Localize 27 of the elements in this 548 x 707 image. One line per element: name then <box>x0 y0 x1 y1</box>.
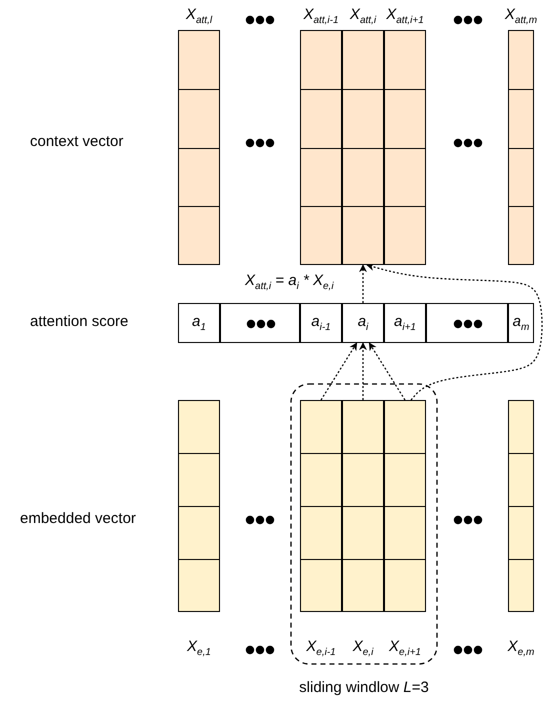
window-caption: sliding windlow L=3 <box>299 679 429 696</box>
vector-label: X$_{e,i+1}$ <box>389 638 421 658</box>
vector-label: X$_{e,m}$ <box>508 638 534 658</box>
score-cell: a$_{1}$ <box>178 303 220 343</box>
arrow <box>320 342 358 400</box>
vector-label: X$_{e,1}$ <box>187 638 211 658</box>
arrow <box>366 263 543 400</box>
formula: X$_{att,i}$ = a$_{i}$ * X$_{e,i}$ <box>245 272 334 292</box>
score-cell: a$_{i-1}$ <box>300 303 342 343</box>
arrow <box>359 264 367 303</box>
score-cell: a$_{i+1}$ <box>384 303 426 343</box>
arrow <box>359 342 367 400</box>
score-cell: a$_{m}$ <box>508 303 534 343</box>
vector-label: X$_{e,i-1}$ <box>306 638 336 658</box>
table-cell <box>220 303 300 343</box>
vector-label: X$_{att,i+1}$ <box>386 6 424 26</box>
vector-label: X$_{e,i}$ <box>352 638 374 658</box>
vector-label: X$_{att,l}$ <box>186 6 212 26</box>
arrow <box>368 342 406 400</box>
score-cell: a$_{i}$ <box>342 303 384 343</box>
vector-label: X$_{att,i-1}$ <box>303 6 339 26</box>
vector-label: X$_{att,i}$ <box>350 6 376 26</box>
table-cell <box>426 303 508 343</box>
row-label: context vector <box>30 133 124 150</box>
row-label: attention score <box>30 313 128 330</box>
vector-label: X$_{att,m}$ <box>504 6 538 26</box>
row-label: embedded vector <box>20 510 136 527</box>
